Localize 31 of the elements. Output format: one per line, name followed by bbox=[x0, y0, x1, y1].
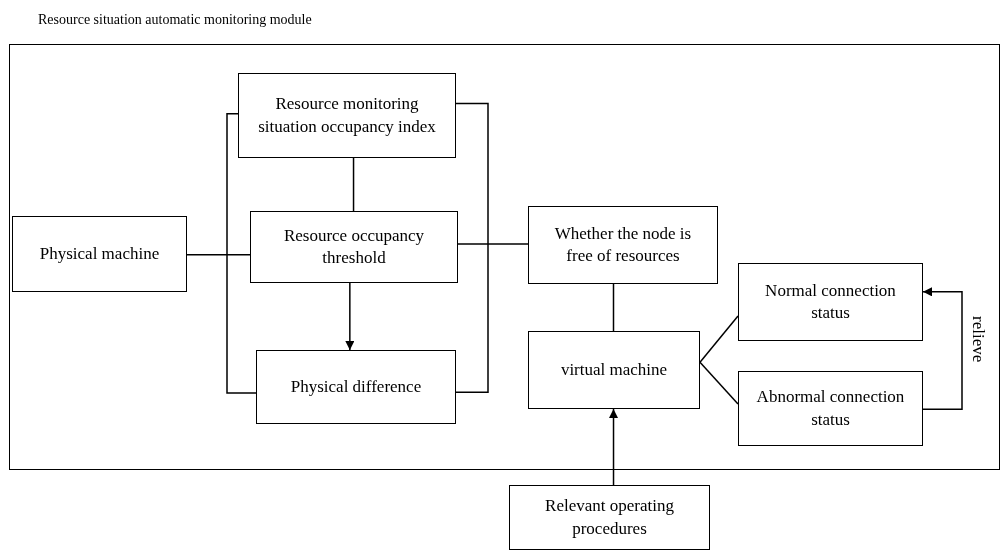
connector-line bbox=[186, 254, 251, 256]
connector-line bbox=[226, 113, 257, 394]
box-text: Physical difference bbox=[290, 375, 422, 398]
connector-line bbox=[699, 361, 739, 405]
box-text: Whether the node is free of resources bbox=[553, 222, 693, 267]
process-box bbox=[738, 263, 923, 341]
arrow bbox=[609, 408, 618, 486]
connector-line bbox=[352, 157, 355, 212]
box-text: Resource occupancy threshold bbox=[282, 224, 426, 269]
process-box bbox=[238, 73, 456, 158]
process-box bbox=[528, 206, 718, 284]
edge-label: relieve bbox=[970, 316, 987, 363]
box-text: virtual machine bbox=[560, 358, 668, 381]
arrow bbox=[345, 282, 355, 351]
module-title: Resource situation automatic monitoring module bbox=[38, 11, 312, 29]
process-box bbox=[738, 371, 923, 446]
process-box bbox=[12, 216, 187, 292]
box-text: Relevant operating procedures bbox=[544, 495, 675, 540]
process-box bbox=[509, 485, 710, 550]
process-box bbox=[256, 350, 456, 424]
box-text: Abnormal connection status bbox=[755, 386, 906, 431]
process-box bbox=[528, 331, 700, 409]
connector-line bbox=[455, 102, 489, 393]
connector-line bbox=[457, 243, 529, 245]
connector-line bbox=[612, 283, 615, 332]
box-text: Resource monitoring situation occupancy index bbox=[257, 93, 437, 138]
connector-line bbox=[699, 315, 739, 363]
box-text: Physical machine bbox=[39, 242, 160, 265]
arrow bbox=[922, 287, 963, 410]
box-text: Normal connection status bbox=[764, 279, 897, 324]
process-box bbox=[250, 211, 458, 283]
